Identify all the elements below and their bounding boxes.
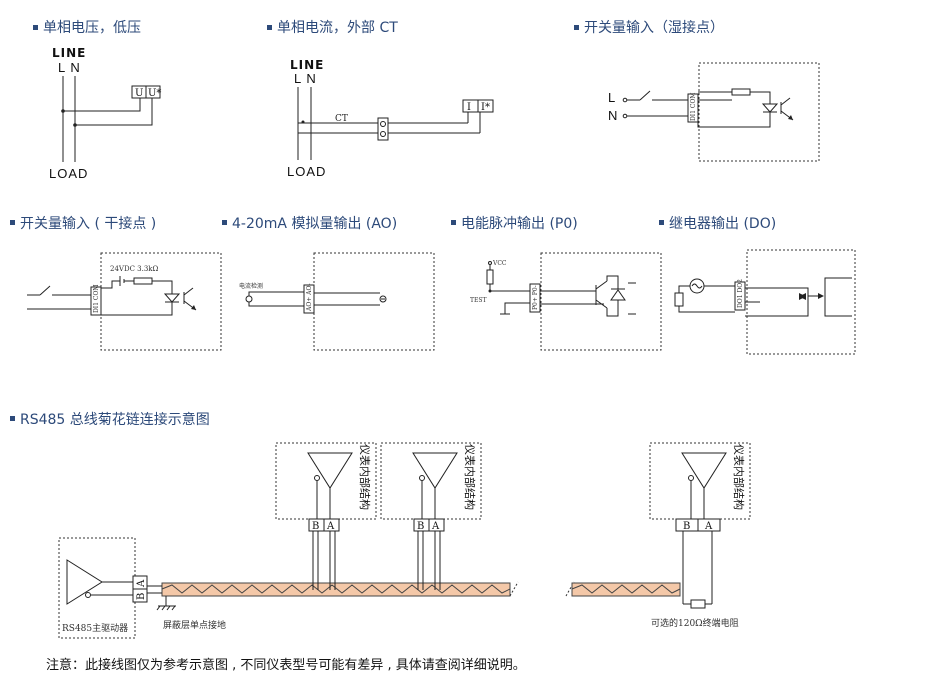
resistor-icon	[486, 269, 494, 285]
section-rs485: RS485 总线菊花链连接示意图 A B RS485主驱动器 屏蔽层单点接地 仪…	[10, 411, 751, 639]
current-meter-icon	[245, 295, 253, 303]
section-title: 4-20mA 模拟量输出 (AO)	[232, 216, 397, 232]
terminator-resistor-icon	[690, 599, 706, 609]
l-label: L	[608, 90, 616, 105]
terminal-label: DI1 COM	[93, 284, 100, 313]
meter-internal-label-2: 仪表内部结构	[463, 444, 477, 510]
master-b-terminal: B	[136, 593, 147, 600]
cable-twist	[161, 584, 511, 594]
meter-internal-label-1: 仪表内部结构	[358, 444, 372, 510]
ln-label: L N	[58, 60, 81, 75]
ct-icon	[377, 117, 389, 141]
diode-icon	[610, 289, 626, 301]
switch-icon	[639, 90, 651, 101]
bullet-icon	[222, 220, 227, 225]
bullet-icon	[267, 25, 272, 30]
bullet-icon	[574, 25, 579, 30]
terminal-u: U	[135, 88, 143, 99]
ct-label: CT	[335, 114, 348, 124]
section-title: 继电器输出 (DO)	[669, 216, 776, 232]
led-icon	[163, 293, 181, 303]
section-title: 单相电流，外部 CT	[277, 20, 398, 36]
meter3-a-terminal: A	[704, 521, 713, 532]
terminal-label: P0+ P0-	[532, 285, 539, 310]
supply-label: 24VDC 3.3kΩ	[110, 265, 159, 273]
load-resistor-icon	[674, 292, 684, 307]
test-label: TEST	[470, 297, 487, 304]
meter2-b-terminal: B	[417, 521, 424, 532]
receiver-icon-1	[307, 452, 353, 489]
led-icon	[761, 103, 779, 113]
vcc-label: VCC	[492, 260, 507, 267]
master-label: RS485主驱动器	[62, 622, 128, 634]
section-dry-contact: 开关量输入 ( 干接点 ) DI1 COM 24VDC 3.3kΩ	[10, 215, 222, 351]
line-label: LINE	[52, 46, 86, 60]
section-title: 开关量输入（湿接点）	[584, 19, 724, 36]
meter1-a-terminal: A	[326, 521, 335, 532]
master-a-terminal: A	[136, 579, 147, 588]
current-source-icon	[379, 295, 387, 303]
meter3-b-terminal: B	[683, 521, 690, 532]
n-label: N	[608, 108, 618, 123]
meter-label: 电流检测	[239, 282, 263, 290]
ln-label: L N	[294, 71, 317, 86]
footer-note: 注意：此接线图仅为参考示意图 , 不同仪表型号可能有差异 , 具体请查阅详细说明…	[46, 657, 526, 673]
section-ao: 4-20mA 模拟量输出 (AO) 电流检测 AO+ AO-	[222, 216, 435, 351]
section-title: RS485 总线菊花链连接示意图	[20, 411, 210, 428]
switch-icon	[39, 285, 51, 296]
terminal-label: DI1 COM	[690, 92, 697, 121]
resistor-icon	[731, 88, 751, 96]
meter-internal-label-3: 仪表内部结构	[732, 444, 746, 510]
terminal-u-star: U*	[148, 88, 161, 99]
line-label: LINE	[290, 58, 324, 72]
terminator-label: 可选的120Ω终端电阻	[651, 617, 739, 629]
section-relay: 继电器输出 (DO) DO1 DO2	[659, 216, 856, 355]
meter1-b-terminal: B	[312, 521, 319, 532]
section-voltage: 单相电压，低压 LINE L N U U* LOAD	[33, 20, 161, 181]
driver-icon	[66, 559, 103, 605]
load-label: LOAD	[287, 164, 326, 179]
bullet-icon	[10, 416, 15, 421]
section-title: 电能脉冲输出 (P0)	[461, 216, 578, 232]
receiver-icon-3	[681, 452, 727, 489]
resistor-icon	[133, 277, 153, 285]
section-pulse: 电能脉冲输出 (P0) VCC TEST P0+ P0-	[451, 216, 662, 351]
section-current: 单相电流，外部 CT LINE L N CT I I* LOAD	[267, 20, 494, 179]
section-title: 开关量输入 ( 干接点 )	[20, 215, 156, 232]
bullet-icon	[659, 220, 664, 225]
meter2-a-terminal: A	[431, 521, 440, 532]
bullet-icon	[33, 25, 38, 30]
load-label: LOAD	[49, 166, 88, 181]
shield-label: 屏蔽层单点接地	[163, 619, 226, 631]
terminal-label: AO+ AO-	[306, 283, 313, 312]
receiver-icon-2	[412, 452, 458, 489]
terminal-label: DO1 DO2	[737, 279, 744, 308]
section-wet-contact: 开关量输入（湿接点） L N DI1 COM	[574, 19, 820, 162]
bullet-icon	[451, 220, 456, 225]
terminal-i-star: I*	[481, 102, 490, 113]
section-title: 单相电压，低压	[43, 20, 141, 36]
ground-icon	[504, 302, 530, 314]
bullet-icon	[10, 220, 15, 225]
terminal-i: I	[467, 102, 471, 113]
